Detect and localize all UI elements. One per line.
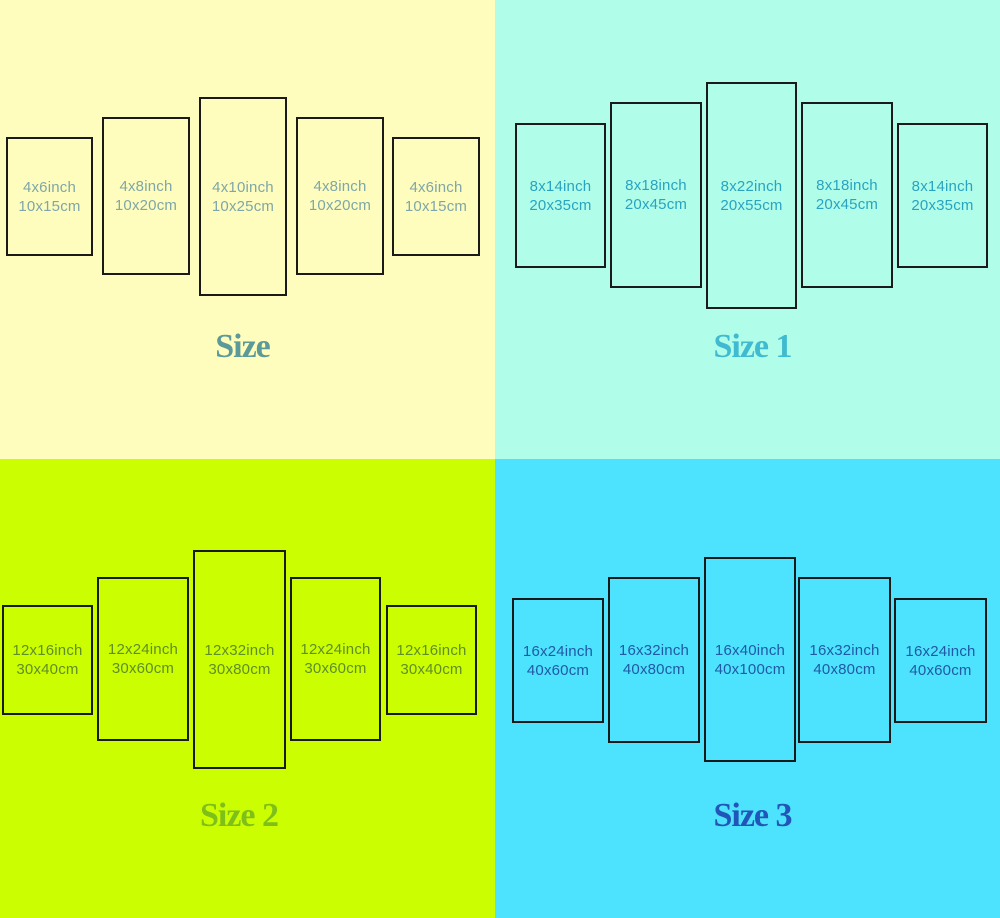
canvas-panel-3: 16x40inch 40x100cm [704, 557, 796, 762]
panel-inch-label: 4x10inch [212, 178, 274, 196]
panel-inch-label: 16x40inch [714, 641, 786, 659]
panel-inch-label: 16x24inch [905, 642, 976, 660]
panel-cm-label: 40x100cm [714, 660, 786, 678]
size-title: Size [215, 328, 271, 365]
canvas-panel-1: 16x24inch 40x60cm [512, 598, 604, 723]
panel-cm-label: 30x60cm [304, 660, 367, 677]
size-quadrant-2: 12x16inch 30x40cm 12x24inch 30x60cm 12x3… [0, 459, 495, 918]
panel-cm-label: 10x20cm [114, 197, 178, 214]
size-title: Size 3 [713, 797, 792, 834]
canvas-panel-4: 8x18inch 20x45cm [801, 102, 893, 288]
panel-cm-label: 40x80cm [813, 661, 876, 678]
panel-inch-label: 16x32inch [618, 642, 690, 659]
panel-cm-label: 10x15cm [404, 197, 468, 215]
canvas-panel-1: 12x16inch 30x40cm [2, 605, 93, 715]
size-quadrant-1: 8x14inch 20x35cm 8x18inch 20x45cm 8x22in… [495, 0, 1000, 459]
panel-cm-label: 20x45cm [624, 196, 688, 213]
size-quadrant-0: 4x6inch 10x15cm 4x8inch 10x20cm 4x10inch… [0, 0, 495, 459]
canvas-panel-2: 4x8inch 10x20cm [102, 117, 190, 275]
panel-inch-label: 8x18inch [816, 177, 878, 194]
panel-inch-label: 4x6inch [409, 178, 463, 196]
panel-inch-label: 12x32inch [204, 641, 275, 659]
canvas-panel-3: 8x22inch 20x55cm [706, 82, 797, 309]
panel-cm-label: 20x45cm [815, 196, 879, 213]
canvas-panel-5: 4x6inch 10x15cm [392, 137, 480, 256]
canvas-panel-1: 4x6inch 10x15cm [6, 137, 93, 256]
panel-cm-label: 30x60cm [111, 660, 175, 677]
canvas-panel-3: 12x32inch 30x80cm [193, 550, 286, 769]
canvas-panel-4: 12x24inch 30x60cm [290, 577, 381, 741]
canvas-panel-3: 4x10inch 10x25cm [199, 97, 287, 296]
panel-inch-label: 12x24inch [300, 641, 371, 658]
panel-inch-label: 16x32inch [809, 642, 880, 659]
panel-cm-label: 40x80cm [622, 661, 686, 678]
panel-cm-label: 30x40cm [400, 661, 463, 678]
canvas-panel-5: 12x16inch 30x40cm [386, 605, 477, 715]
panel-inch-label: 4x6inch [22, 178, 77, 196]
canvas-panel-2: 12x24inch 30x60cm [97, 577, 189, 741]
panel-inch-label: 8x18inch [625, 177, 687, 194]
size-title: Size 1 [713, 328, 792, 365]
canvas-panel-2: 8x18inch 20x45cm [610, 102, 702, 288]
panel-inch-label: 4x8inch [119, 178, 173, 195]
panel-cm-label: 10x25cm [211, 197, 275, 215]
canvas-panel-5: 8x14inch 20x35cm [897, 123, 988, 268]
panel-inch-label: 12x16inch [396, 642, 467, 659]
panel-cm-label: 30x40cm [16, 661, 79, 678]
panel-cm-label: 40x60cm [909, 661, 972, 679]
panel-cm-label: 20x35cm [911, 196, 974, 214]
panel-inch-label: 4x8inch [313, 178, 367, 195]
panel-inch-label: 8x14inch [529, 177, 592, 195]
canvas-panel-4: 4x8inch 10x20cm [296, 117, 384, 275]
size-title: Size 2 [199, 797, 279, 834]
panel-cm-label: 20x35cm [529, 196, 592, 214]
panel-inch-label: 8x14inch [911, 177, 974, 195]
panel-inch-label: 16x24inch [522, 642, 594, 660]
panel-cm-label: 20x55cm [720, 196, 783, 214]
canvas-panel-4: 16x32inch 40x80cm [798, 577, 891, 743]
canvas-panel-2: 16x32inch 40x80cm [608, 577, 700, 743]
panel-cm-label: 40x60cm [526, 661, 590, 679]
canvas-panel-1: 8x14inch 20x35cm [515, 123, 606, 268]
size-quadrant-3: 16x24inch 40x60cm 16x32inch 40x80cm 16x4… [495, 459, 1000, 918]
panel-cm-label: 30x80cm [208, 660, 271, 678]
panel-inch-label: 12x24inch [107, 641, 179, 658]
panel-inch-label: 12x16inch [12, 642, 83, 659]
panel-inch-label: 8x22inch [720, 177, 783, 195]
panel-cm-label: 10x20cm [308, 197, 372, 214]
panel-cm-label: 10x15cm [18, 197, 81, 215]
canvas-panel-5: 16x24inch 40x60cm [894, 598, 987, 723]
